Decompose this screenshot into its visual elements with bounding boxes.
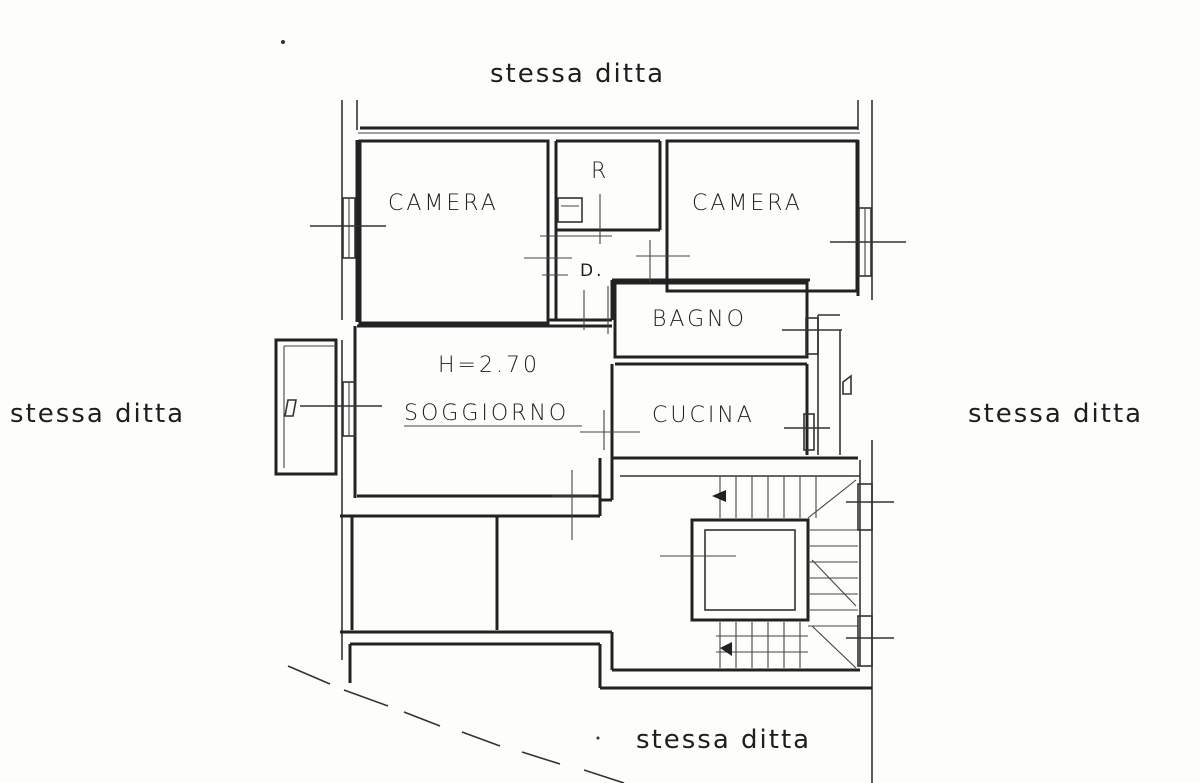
room-label-camera-left: CAMERA	[388, 191, 499, 216]
neighbor-label-right: stessa ditta	[968, 399, 1143, 429]
room-label-cucina: CUCINA	[652, 403, 755, 428]
duct-symbol	[842, 374, 852, 395]
outer-walls	[341, 100, 873, 783]
room-label-height: H=2.70	[438, 353, 540, 378]
windows	[300, 194, 906, 667]
staircase	[690, 476, 858, 669]
ink-dot	[281, 40, 285, 44]
boundary-lines	[287, 665, 625, 783]
room-label-camera-right: CAMERA	[692, 191, 803, 216]
stair-direction-icon	[720, 642, 732, 656]
neighbor-label-left: stessa ditta	[10, 399, 185, 429]
lower-walls	[340, 470, 872, 690]
room-label-soggiorno: SOGGIORNO	[404, 401, 569, 426]
balcony	[274, 338, 338, 476]
room-label-disimpegno: D.	[580, 261, 605, 281]
room-label-bagno: BAGNO	[652, 307, 747, 332]
stair-arrow-icon	[712, 490, 726, 502]
neighbor-label-bottom: stessa ditta	[636, 725, 811, 755]
neighbor-labels: stessa ditta stessa ditta stessa ditta s…	[10, 59, 1143, 755]
room-label-ripostiglio: R	[591, 159, 609, 184]
room-labels: CAMERA CAMERA R D. BAGNO H=2.70 SOGGIORN…	[388, 159, 803, 428]
neighbor-label-top: stessa ditta	[490, 59, 665, 89]
